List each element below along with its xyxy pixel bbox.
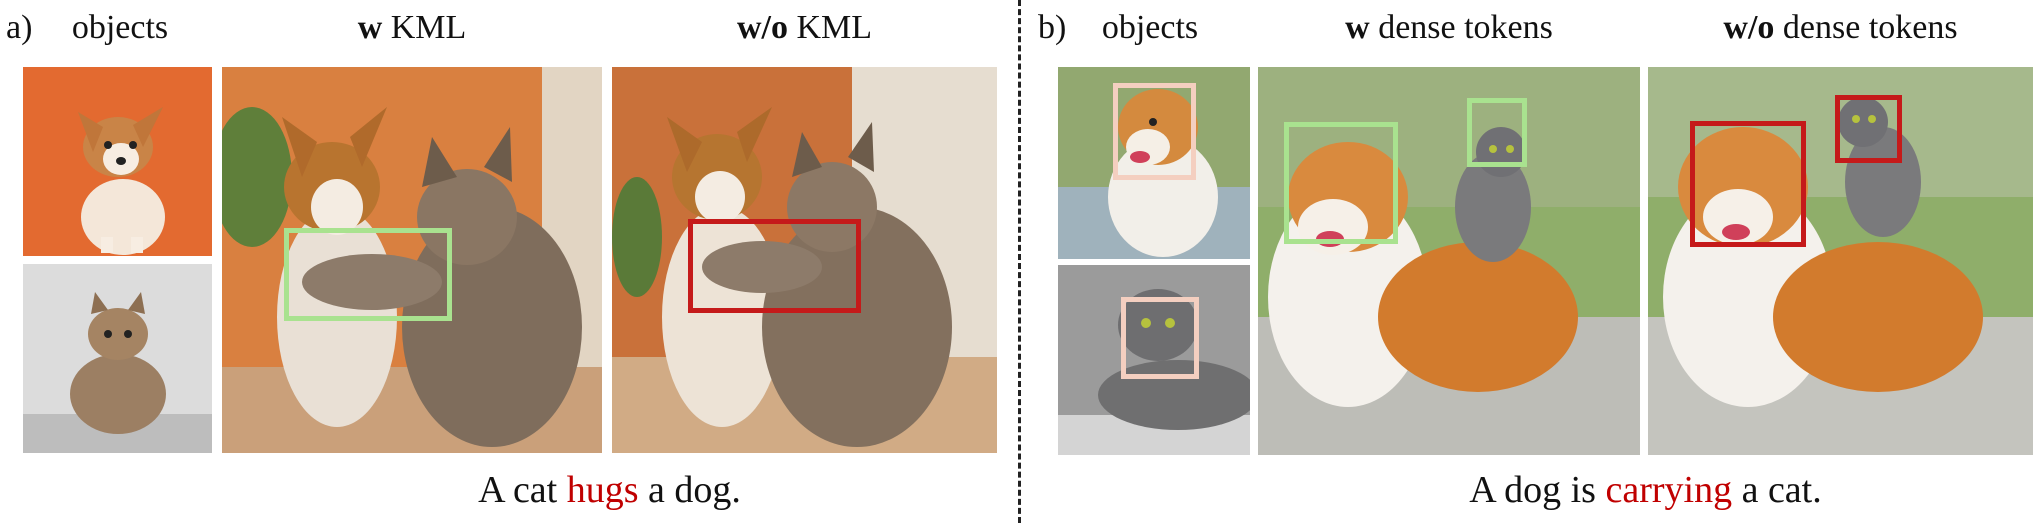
panel-b-dog-object-image [1058,67,1250,259]
panel-b-caption-post: a cat. [1732,469,1822,511]
panel-a-caption-verb: hugs [566,469,639,511]
panel-a-without-kml-image [612,67,997,453]
panel-a-caption-pre: A cat [478,469,567,511]
panel-a-with-kml-label: w KML [222,8,602,48]
panel-b-caption-pre: A dog is [1469,469,1606,511]
panel-b-with-dense-dog-box [1284,122,1398,244]
panel-b-cat-object-box [1121,297,1199,379]
panel-b-with-dense-label: w dense tokens [1258,8,1640,48]
panel-b-with-bold: w [1345,9,1370,46]
panel-a-objects-label: objects [71,9,169,46]
panel-b-with-dense-image [1258,67,1640,455]
panel-b-caption: A dog is carrying a cat. [1258,468,2033,512]
panel-b-with-rest: dense tokens [1369,9,1553,46]
panel-a-with-bold: w [357,9,383,46]
panel-a-with-kml-image [222,67,602,453]
dog-carrying-cat-without-dense-tokens-illustration [1648,67,2033,455]
panel-b-without-dense-label: w/o dense tokens [1648,8,2033,48]
panel-a-without-bold: w/o [736,9,788,46]
panel-b-without-dense-image [1648,67,2033,455]
panel-a-without-kml-attention-box [688,219,861,313]
panel-b-objects-label: objects [1101,9,1199,46]
panel-a-without-kml-label: w/o KML [612,8,997,48]
panel-b-without-dense-dog-box [1690,121,1806,247]
grey-cat-illustration [1058,265,1250,455]
panel-b-cat-object-image [1058,265,1250,455]
panel-b-without-dense-cat-box [1835,95,1902,163]
panel-b-dog-object-box [1113,83,1196,180]
panel-b-caption-verb: carrying [1605,469,1733,511]
panel-a-caption-post: a dog. [638,469,741,511]
corgi-puppy-illustration [23,67,212,256]
panel-a-cat-object-image [23,264,212,453]
panel-b-without-bold: w/o [1723,9,1775,46]
panel-a-with-rest: KML [382,9,467,46]
panel-divider [1018,0,1021,523]
panel-a-dog-object-image [23,67,212,256]
cat-hugs-dog-without-kml-illustration [612,67,997,453]
panel-b-tag: b) [1038,9,1067,46]
fluffy-dog-illustration [1058,67,1250,259]
panel-b-with-dense-cat-box [1467,98,1527,167]
panel-a-without-rest: KML [787,9,873,46]
kitten-illustration [23,264,212,453]
panel-b-without-rest: dense tokens [1774,9,1958,46]
panel-a-tag: a) [6,9,33,46]
panel-a-caption: A cat hugs a dog. [222,468,997,512]
panel-a-with-kml-attention-box [284,228,452,321]
